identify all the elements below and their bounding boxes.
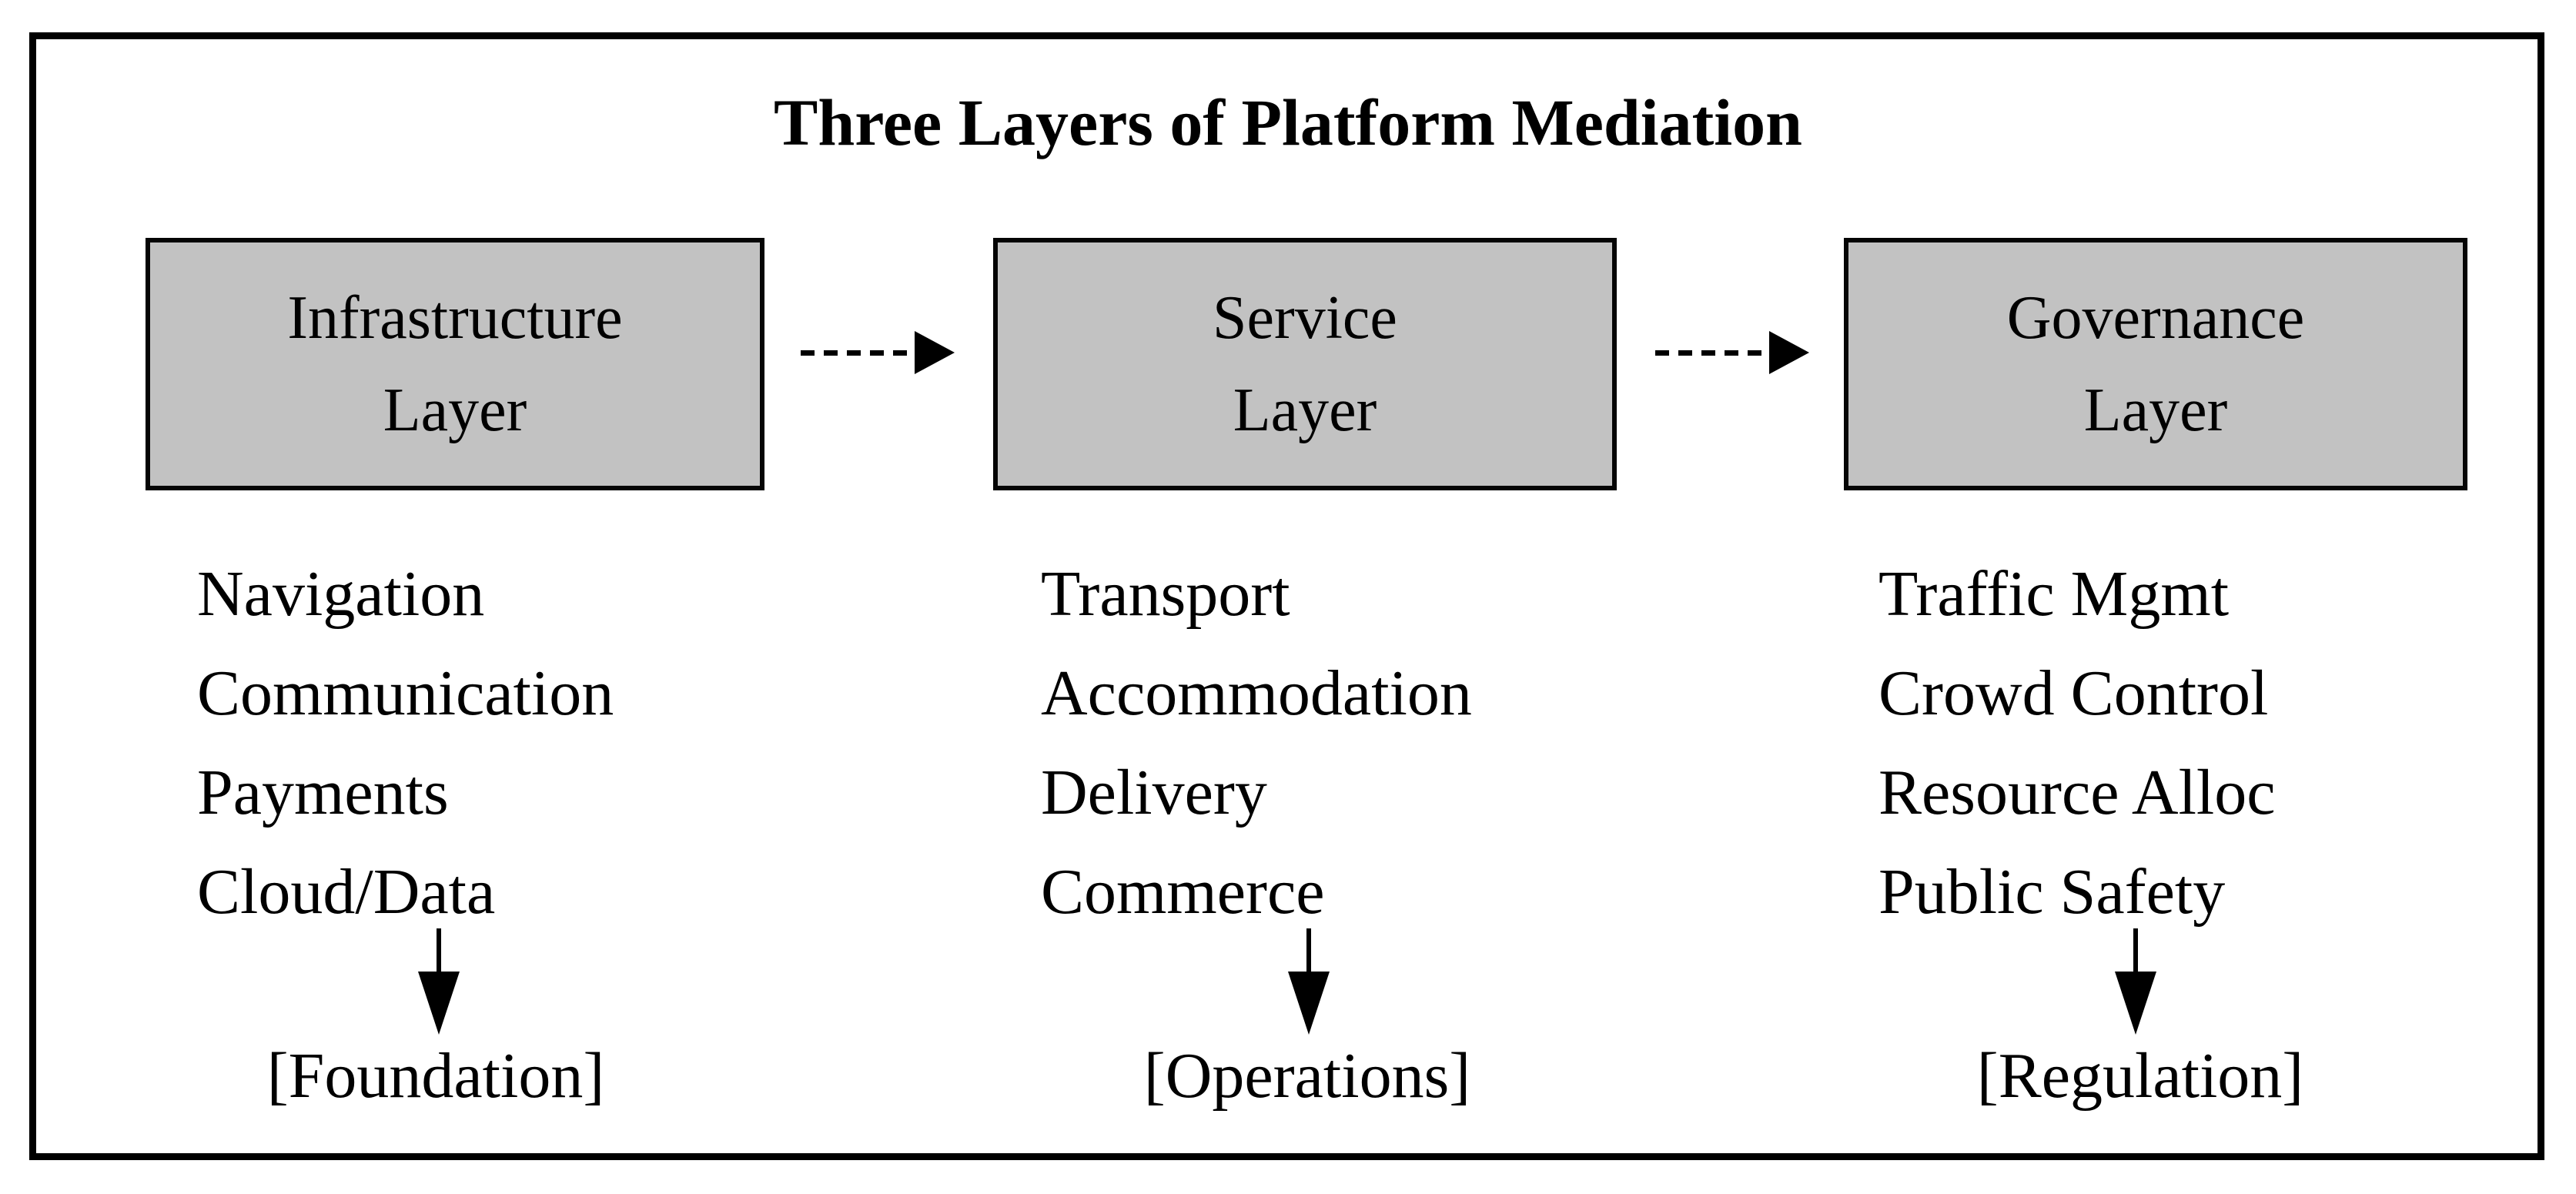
list-item: Navigation [197,558,485,630]
outer-border-frame [29,32,2544,1160]
service-items-list: Transport Accommodation Delivery Commerc… [1041,544,1472,941]
dashed-arrow-right-icon [1655,331,1809,374]
regulation-output-label: [Regulation] [1976,1040,2304,1112]
list-item: Traffic Mgmt [1878,558,2230,630]
infrastructure-layer-label-line2: Layer [383,376,527,444]
infrastructure-items-list: Navigation Communication Payments Cloud/… [197,544,614,941]
service-layer-box: Service Layer [993,238,1617,490]
list-item: Resource Alloc [1878,757,2276,828]
arrowhead-down [2115,972,2156,1035]
solid-arrow-down-icon [2114,928,2157,1035]
governance-layer-box: Governance Layer [1844,238,2467,490]
foundation-output-label: [Foundation] [266,1040,605,1112]
arrowhead-down [1288,972,1330,1035]
list-item: Accommodation [1041,657,1472,729]
arrowhead-right [1769,331,1809,374]
infrastructure-layer-box: Infrastructure Layer [146,238,764,490]
diagram-title: Three Layers of Platform Mediation [774,85,1802,159]
list-item: Public Safety [1878,856,2226,928]
arrow-stem [1306,928,1311,972]
list-item: Crowd Control [1878,657,2269,729]
governance-layer-label-line2: Layer [2083,376,2228,444]
arrowhead-right [915,331,955,374]
list-item: Communication [197,657,614,729]
service-layer-label-line2: Layer [1233,376,1377,444]
list-item: Transport [1041,558,1290,630]
dashed-arrow-right-icon [801,331,955,374]
solid-arrow-down-icon [1287,928,1330,1035]
list-item: Cloud/Data [197,856,496,928]
dashed-line [1655,350,1768,356]
arrowhead-down [418,972,460,1035]
arrow-stem [2133,928,2138,972]
list-item: Payments [197,757,449,828]
governance-layer-label-line1: Governance [2006,284,2305,352]
arrow-stem [437,928,441,972]
infrastructure-layer-label-line1: Infrastructure [287,284,623,352]
service-layer-label-line1: Service [1213,284,1397,352]
solid-arrow-down-icon [417,928,460,1035]
operations-output-label: [Operations] [1143,1040,1471,1112]
dashed-line [801,350,913,356]
list-item: Commerce [1041,856,1325,928]
list-item: Delivery [1041,757,1267,828]
governance-items-list: Traffic Mgmt Crowd Control Resource Allo… [1878,544,2276,941]
